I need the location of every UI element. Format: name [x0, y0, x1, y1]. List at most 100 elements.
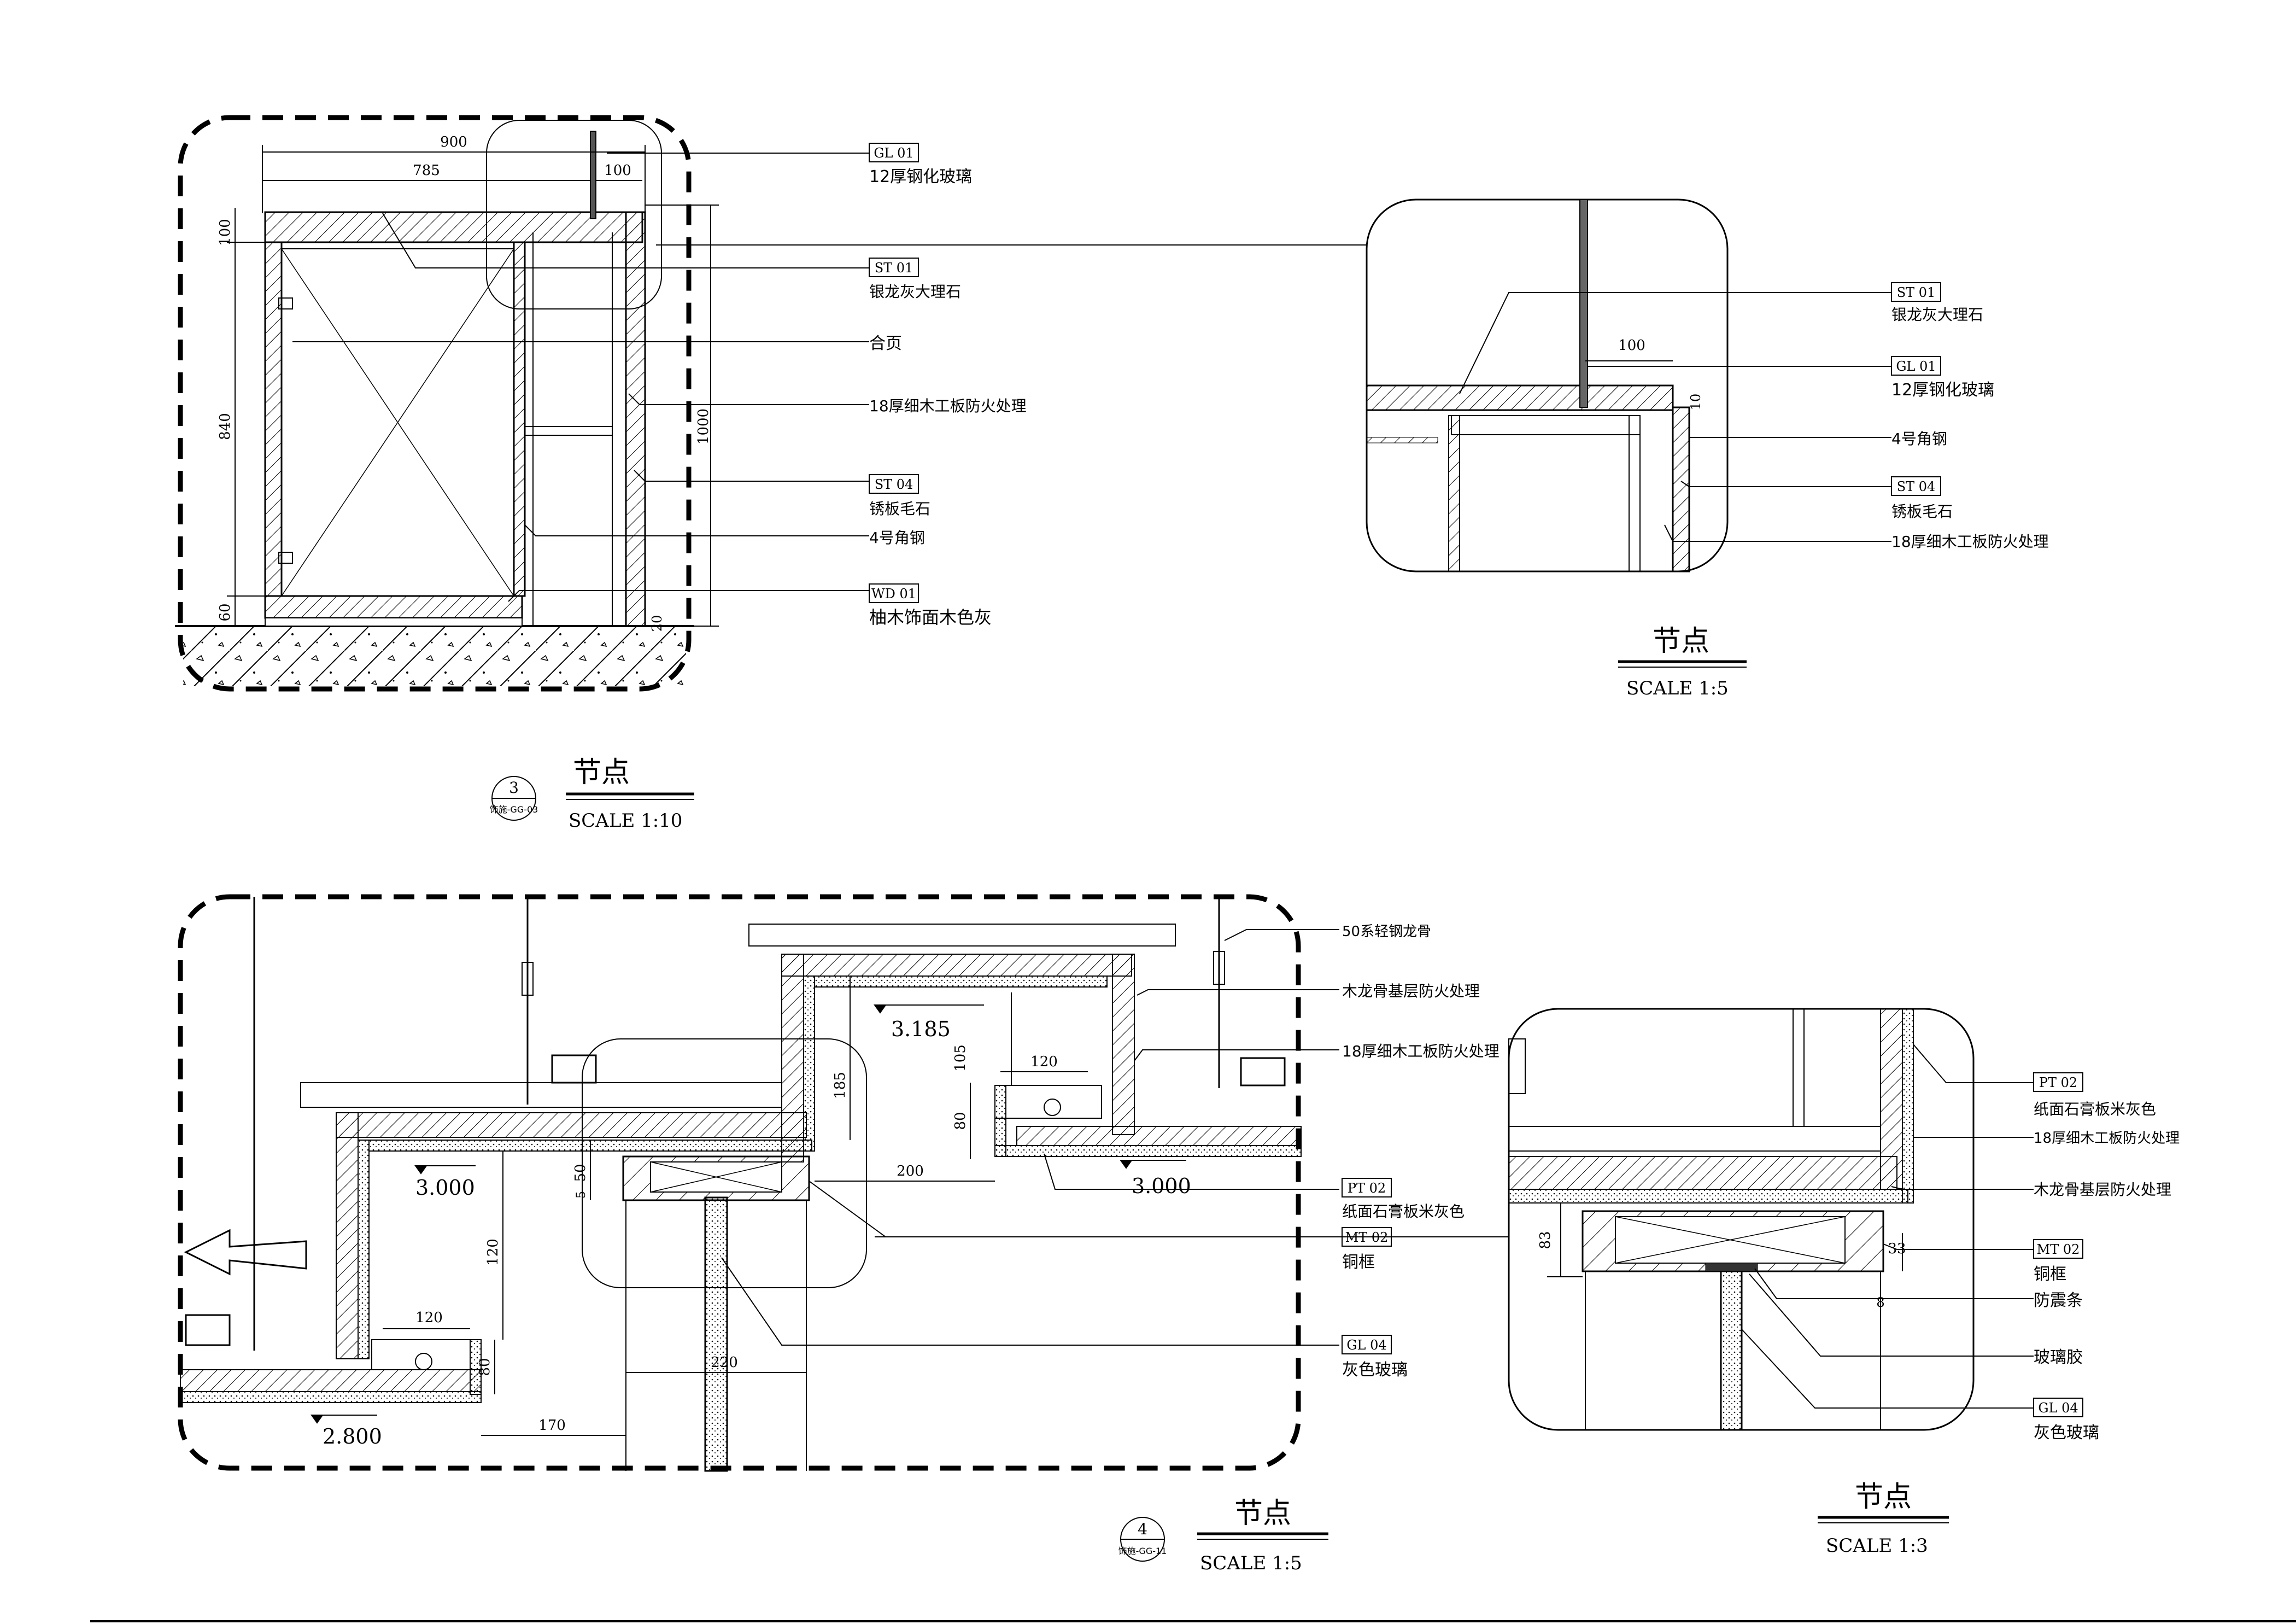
label-wd01: WD 01 柚木饰面木色灰 [869, 583, 992, 628]
level-3000: 3.000 [415, 1176, 475, 1200]
hinge-icon [278, 552, 293, 564]
dim-8: 8 [1876, 1295, 1884, 1310]
svg-text:ST 01: ST 01 [1897, 285, 1936, 300]
detail-ne-title: 节点 SCALE 1:5 [1618, 625, 1747, 699]
svg-text:锈板毛石: 锈板毛石 [869, 500, 930, 518]
label-ne-plywood: 18厚细木工板防火处理 [1891, 533, 2049, 551]
detail-4-section: 3.185 3.000 3.000 2.800 120 105 185 80 5… [178, 894, 1500, 1574]
dim-185: 185 [832, 1072, 848, 1099]
dim-83: 83 [1537, 1231, 1554, 1249]
detail-4-boundary [178, 894, 1301, 1471]
svg-text:灰色玻璃: 灰色玻璃 [2034, 1423, 2099, 1442]
svg-text:GL 04: GL 04 [2038, 1400, 2078, 1416]
svg-text:节点: 节点 [1234, 1497, 1291, 1530]
svg-text:饰施-GG-11: 饰施-GG-11 [1118, 1546, 1167, 1556]
label-light-steel-keel: 50系轻钢龙骨 [1342, 924, 1431, 940]
dim-10-ne: 10 [1688, 394, 1703, 411]
detail-se-title: 节点 SCALE 1:3 [1818, 1481, 1949, 1557]
svg-text:银龙灰大理石: 银龙灰大理石 [1891, 306, 1983, 324]
label-st04: ST 04 锈板毛石 [869, 474, 930, 518]
svg-text:GL 04: GL 04 [1346, 1337, 1386, 1353]
svg-text:纸面石膏板米灰色: 纸面石膏板米灰色 [1342, 1202, 1465, 1220]
dim-1000: 1000 [695, 408, 712, 445]
label-hinge: 合页 [869, 334, 902, 353]
label-pt02: PT 02 纸面石膏板米灰色 [1342, 1178, 1465, 1220]
dim-170: 170 [538, 1417, 566, 1434]
svg-text:节点: 节点 [573, 756, 630, 789]
svg-text:SCALE 1:3: SCALE 1:3 [1826, 1535, 1928, 1557]
label-st01: ST 01 银龙灰大理石 [869, 258, 961, 301]
tempered-glass [590, 131, 596, 219]
hinge-icon [278, 297, 293, 309]
dim-5: 5 [575, 1191, 588, 1199]
detail-4-title: 4 饰施-GG-11 节点 SCALE 1:5 [1118, 1497, 1328, 1574]
label-se-glass-glue: 玻璃胶 [2034, 1348, 2083, 1367]
label-gl04: GL 04 灰色玻璃 [1342, 1335, 1408, 1380]
svg-text:灰色玻璃: 灰色玻璃 [1342, 1360, 1408, 1380]
arrow-icon [184, 1229, 307, 1276]
dim-840: 840 [217, 413, 233, 440]
level-2800: 2.800 [323, 1424, 382, 1448]
label-mt02: MT 02 铜框 [1342, 1227, 1392, 1272]
grey-glass [704, 1196, 728, 1472]
dim-120: 120 [1030, 1054, 1058, 1070]
glass-ne [1579, 199, 1588, 408]
svg-text:纸面石膏板米灰色: 纸面石膏板米灰色 [2034, 1100, 2156, 1118]
label-plywood-4: 18厚细木工板防火处理 [1342, 1042, 1500, 1060]
svg-text:WD 01: WD 01 [871, 586, 916, 601]
label-plywood: 18厚细木工板防火处理 [869, 397, 1027, 415]
svg-text:铜框: 铜框 [2034, 1265, 2066, 1284]
dim-20: 20 [649, 615, 665, 632]
label-ne-st01: ST 01 银龙灰大理石 [1891, 282, 1983, 324]
svg-text:ST 01: ST 01 [875, 260, 913, 276]
label-wood-keel: 木龙骨基层防火处理 [1342, 982, 1480, 1000]
label-angle-steel: 4号角钢 [869, 529, 925, 547]
dim-100-left: 100 [217, 219, 233, 246]
detail-ne-enlarged: 100 10 ST 01 银龙灰大理石 GL 01 12厚钢化玻璃 4号角钢 S… [656, 198, 2049, 699]
label-se-gl04: GL 04 灰色玻璃 [2033, 1398, 2099, 1442]
dim-120-lower: 120 [415, 1310, 443, 1326]
svg-text:4: 4 [1138, 1520, 1147, 1538]
dim-220: 220 [711, 1354, 738, 1371]
dim-200: 200 [897, 1163, 924, 1179]
svg-text:SCALE 1:5: SCALE 1:5 [1200, 1552, 1302, 1574]
label-ne-st04: ST 04 锈板毛石 [1891, 476, 1953, 521]
label-se-mt02: MT 02 铜框 [2033, 1239, 2083, 1284]
svg-text:12厚钢化玻璃: 12厚钢化玻璃 [1891, 381, 1994, 400]
label-ne-gl01: GL 01 12厚钢化玻璃 [1891, 356, 1994, 400]
level-3000-right: 3.000 [1132, 1174, 1191, 1198]
svg-text:SCALE 1:5: SCALE 1:5 [1626, 677, 1729, 699]
svg-text:ST 04: ST 04 [875, 477, 913, 492]
detail-se-enlarged: 83 33 8 PT 02 纸面石膏板米灰色 18厚细木工板防火处理 木龙骨基层… [875, 1008, 2180, 1557]
dim-105: 105 [952, 1044, 969, 1072]
svg-text:12厚钢化玻璃: 12厚钢化玻璃 [869, 167, 972, 186]
label-gl01: GL 01 12厚钢化玻璃 [869, 143, 972, 186]
grey-glass-se [1720, 1270, 1743, 1431]
svg-text:节点: 节点 [1855, 1481, 1912, 1514]
label-se-plywood: 18厚细木工板防火处理 [2034, 1130, 2180, 1147]
dim-100: 100 [604, 162, 631, 179]
dim-80: 80 [952, 1112, 969, 1130]
dim-900: 900 [440, 134, 467, 150]
dim-785: 785 [413, 162, 440, 179]
svg-text:PT 02: PT 02 [2039, 1075, 2077, 1090]
dim-50: 50 [572, 1164, 589, 1182]
label-se-shockproof-strip: 防震条 [2034, 1291, 2083, 1310]
detail-3-boundary [178, 115, 692, 692]
svg-text:铜框: 铜框 [1342, 1253, 1375, 1272]
svg-text:MT 02: MT 02 [2037, 1242, 2080, 1257]
fixture-icon [551, 1054, 597, 1084]
svg-text:GL 01: GL 01 [874, 145, 913, 161]
svg-text:锈板毛石: 锈板毛石 [1891, 503, 1953, 521]
door-panel [281, 248, 514, 597]
floor-concrete [183, 626, 686, 686]
svg-text:柚木饰面木色灰: 柚木饰面木色灰 [869, 607, 992, 628]
svg-text:PT 02: PT 02 [1348, 1181, 1386, 1196]
level-3185: 3.185 [891, 1017, 951, 1041]
dim-80-lower: 80 [477, 1358, 493, 1376]
svg-text:ST 04: ST 04 [1897, 479, 1936, 494]
marble-cladding-right [625, 211, 646, 627]
svg-text:银龙灰大理石: 银龙灰大理石 [869, 283, 961, 301]
svg-text:SCALE 1:10: SCALE 1:10 [569, 810, 682, 832]
